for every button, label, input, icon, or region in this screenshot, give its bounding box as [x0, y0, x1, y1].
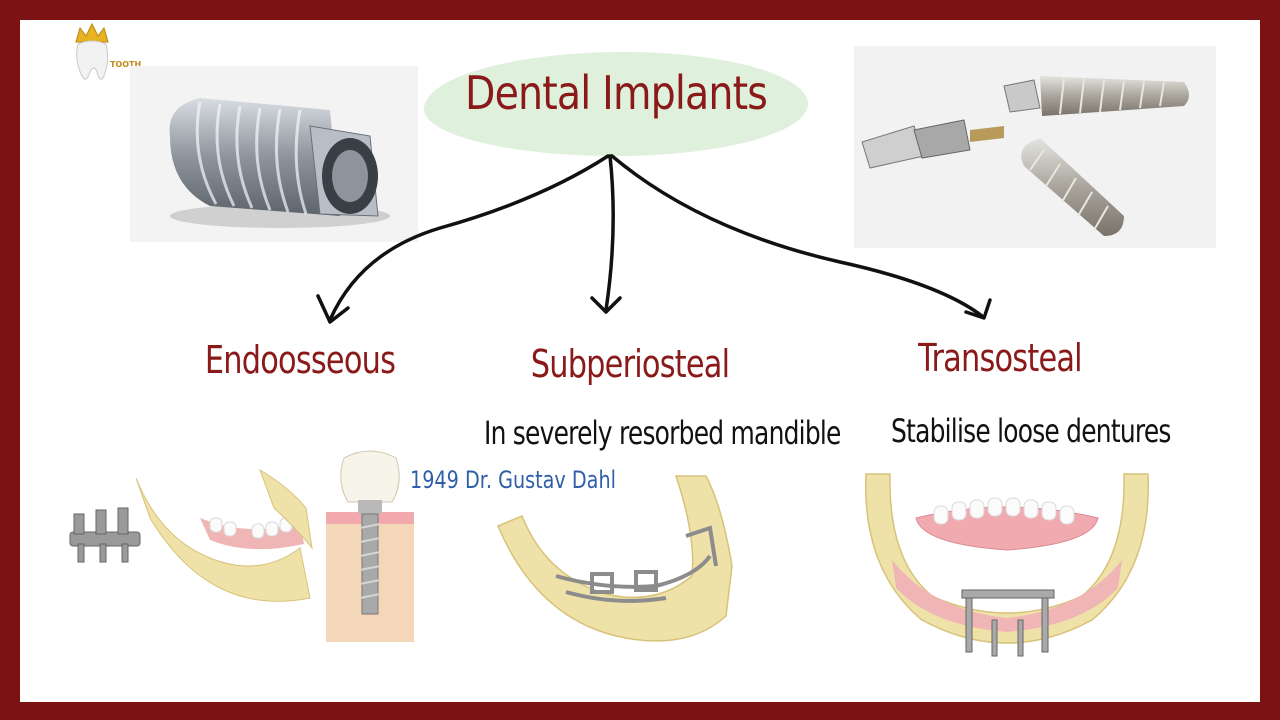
category-endoosseous: Endoosseous — [204, 338, 396, 382]
arrow-to-transosteal — [610, 154, 984, 318]
endoosseous-illustration — [69, 450, 414, 642]
category-subperiosteal: Subperiosteal — [530, 342, 730, 386]
arrow-to-subperiosteal — [604, 154, 615, 312]
arrowhead-transosteal — [964, 298, 992, 320]
description-subperiosteal: In severely resorbed mandible — [484, 414, 841, 452]
category-transosteal: Transosteal — [918, 336, 1082, 380]
transosteal-illustration — [865, 473, 1149, 657]
logo: TOOTH — [66, 20, 166, 88]
subperiosteal-illustration — [497, 475, 733, 642]
description-transosteal: Stabilise loose dentures — [891, 412, 1171, 450]
tooth-crown-logo-icon — [75, 22, 109, 80]
arrowhead-endoosseous — [316, 294, 350, 324]
implant-photo-left — [130, 66, 418, 242]
arrowhead-subperiosteal — [590, 296, 622, 314]
logo-text: TOOTH — [110, 60, 142, 69]
history-note: 1949 Dr. Gustav Dahl — [410, 466, 616, 494]
arrow-to-endoosseous — [328, 154, 610, 322]
page-title: Dental Implants — [464, 66, 768, 120]
implant-photo-right — [854, 46, 1216, 248]
title-background — [424, 52, 808, 156]
